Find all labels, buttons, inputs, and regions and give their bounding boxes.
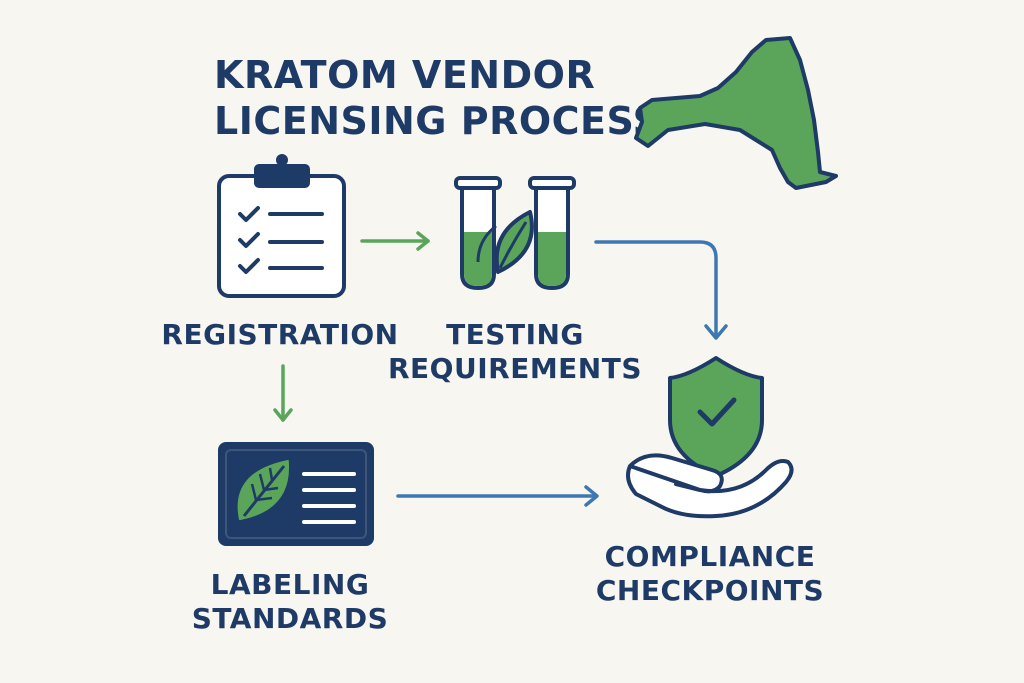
labeling-label-line-2: STANDARDS [191, 602, 389, 635]
compliance-label-line-1: COMPLIANCE [604, 540, 816, 573]
new-york-state-icon [634, 36, 838, 190]
compliance-checkpoints-label: COMPLIANCE CHECKPOINTS [580, 540, 840, 608]
arrow-registration-to-labeling [273, 364, 293, 422]
compliance-label-line-2: CHECKPOINTS [595, 574, 825, 607]
testing-requirements-label: TESTING REQUIREMENTS [380, 318, 650, 386]
arrow-testing-to-compliance [594, 240, 728, 340]
title-line-2: LICENSING PROCESS [214, 99, 661, 143]
labeling-standards-label: LABELING STANDARDS [180, 568, 400, 636]
arrow-registration-to-testing [360, 231, 430, 251]
registration-label-text: REGISTRATION [161, 318, 399, 351]
arrow-labeling-to-compliance [396, 485, 599, 507]
labeling-label-line-1: LABELING [210, 568, 370, 601]
testing-label-line-1: TESTING [446, 318, 584, 351]
test-tubes-leaf-icon [454, 176, 576, 291]
leaf-label-card-icon [218, 442, 374, 546]
testing-label-line-2: REQUIREMENTS [387, 352, 643, 385]
clipboard-checklist-icon [217, 154, 346, 298]
title-line-1: KRATOM VENDOR [214, 53, 596, 97]
shield-hand-check-icon [626, 356, 794, 519]
registration-label: REGISTRATION [150, 318, 410, 352]
diagram-title: KRATOM VENDOR LICENSING PROCESS [214, 52, 661, 144]
